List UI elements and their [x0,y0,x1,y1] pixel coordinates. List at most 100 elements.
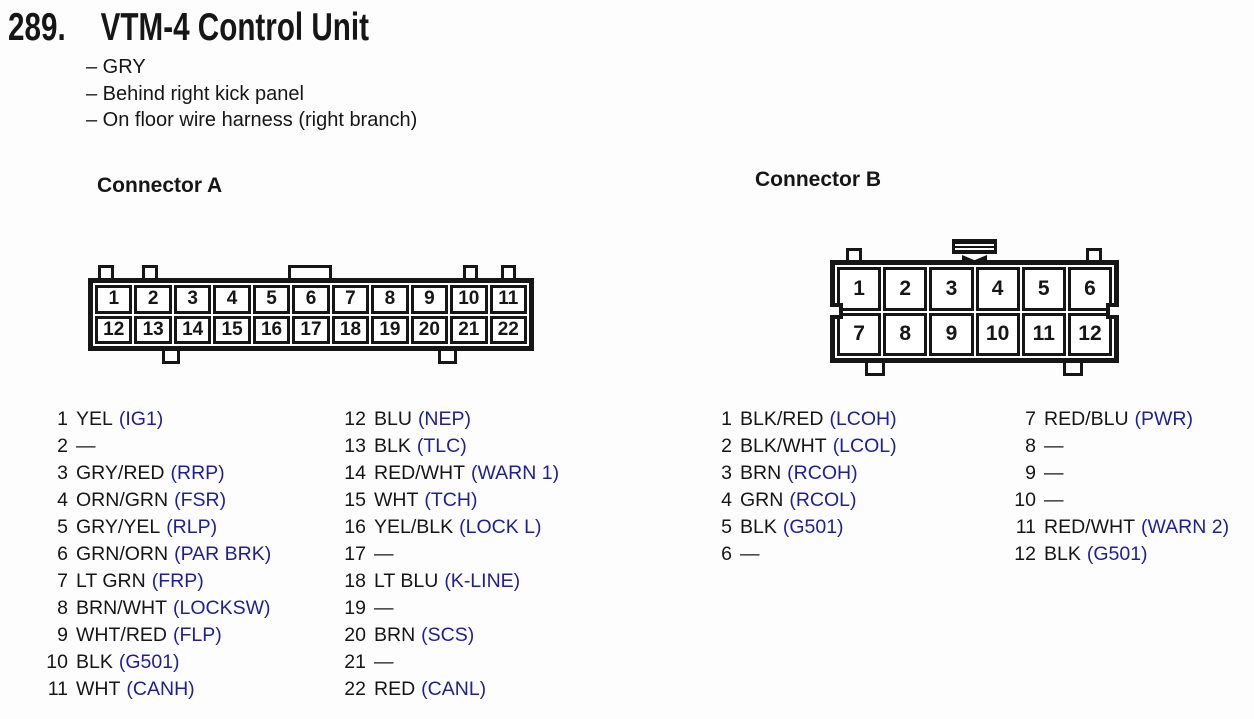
pin-cell: 2 [134,285,172,314]
pin-row: 12 BLU (NEP) [340,406,559,433]
pin-cell: 5 [1021,267,1066,311]
signal-name: (TCH) [424,489,478,511]
bowtie-right-icon [975,254,987,265]
pin-row: 4 GRN (RCOL) [706,487,897,514]
wire-color: BLU [374,408,412,430]
signal-name: (CANH) [126,678,195,700]
pin-cell: 7 [331,285,370,314]
connector-b-side-notch-icon [1106,303,1119,319]
pin-cell: 3 [929,267,974,311]
pin-cell: 8 [371,285,409,314]
pin-cell: 1 [95,285,133,314]
pin-cell: 11 [1021,312,1066,356]
connector-a-heading: Connector A [97,174,223,197]
signal-name: (FLP) [173,624,222,646]
pin-cell: 5 [252,285,291,314]
connector-a-bottom-tab-icon [438,351,457,364]
pin-number: 17 [344,543,366,565]
wire-color: WHT [374,489,419,511]
wire-color: GRN/ORN [76,543,169,565]
pin-number: 2 [721,435,732,457]
pin-row: 18 LT BLU (K-LINE) [340,568,559,595]
wire-color: ORN/GRN [76,489,169,511]
pin-number: 21 [344,651,366,673]
location-notes: – GRY – Behind right kick panel – On flo… [86,54,417,134]
wire-color: BLK/RED [740,408,824,430]
wire-color: BLK [374,435,411,457]
signal-name: (K-LINE) [444,570,521,592]
wire-color: BLK [76,651,113,673]
pin-number: 6 [721,543,732,565]
wire-color: RED [374,678,416,700]
pin-row: 1 YEL (IG1) [42,406,271,433]
pin-row: 1 BLK/RED (LCOH) [706,406,896,433]
connector-a-latch-tab-icon [288,265,332,278]
connector-a-diagram: 1 2 3 4 5 6 7 8 9 10 11 12 13 14 15 [88,265,534,364]
section-title: VTM-4 Control Unit [100,6,370,49]
wire-color: BLK [740,516,777,538]
pin-number: 9 [57,624,68,646]
pin-row: 22 RED (CANL) [340,676,559,703]
pin-row: 3 GRY/RED (RRP) [42,460,271,487]
pin-cell: 18 [331,315,370,344]
pin-number: 15 [344,489,366,511]
pin-number: 16 [344,516,366,538]
bowtie-left-icon [962,254,974,265]
pin-number: 4 [721,489,732,511]
connector-b-pin-list-left: 1 BLK/RED (LCOH) 2 BLK/WHT (LCOL) 3 BRN … [706,406,897,568]
wire-color: GRY/RED [76,462,165,484]
wire-color: BRN [374,624,416,646]
pin-number: 11 [1015,516,1036,538]
pin-cell: 14 [173,315,212,344]
pin-row: 14 RED/WHT (WARN 1) [340,460,559,487]
page-title: 289. VTM-4 Control Unit [8,6,369,50]
pin-row: 7 LT GRN (FRP) [42,568,271,595]
pin-cell: 4 [975,267,1020,311]
wire-color: — [76,435,96,457]
signal-name: (NEP) [417,408,472,430]
connector-b-bottom-tab-icon [865,363,885,376]
signal-name: (CANL) [421,678,487,700]
pin-number: 3 [57,462,68,484]
connector-a-row-bottom: 12 13 14 15 16 17 18 19 20 21 22 [95,315,527,344]
latch-ribs-icon [952,239,997,254]
pin-row: 12 BLK (G501) [998,541,1229,568]
pin-number: 9 [1025,462,1036,484]
pin-number: 18 [344,570,366,592]
connector-b-pin-list-right: 7 RED/BLU (PWR) 8 — 9 — 10 — 11 RED/WHT … [998,406,1229,568]
pin-number: 1 [57,408,68,430]
pin-number: 10 [1014,489,1036,511]
wire-color: BRN [740,462,782,484]
pin-number: 8 [57,597,68,619]
pin-number: 12 [1014,543,1036,565]
pin-number: 10 [46,651,68,673]
pin-row: 2 BLK/WHT (LCOL) [706,433,896,460]
pin-cell: 10 [975,312,1020,356]
wire-color: YEL [76,408,113,430]
wire-color: YEL/BLK [374,516,454,538]
pin-row: 17 — [340,541,559,568]
pin-row: 15 WHT (TCH) [340,487,559,514]
signal-name: (FRP) [151,570,204,592]
section-number: 289. [8,6,66,49]
pin-number: 13 [344,435,366,457]
pin-row: 10 BLK (G501) [42,649,271,676]
pin-cell: 13 [134,315,172,344]
pin-number: 14 [344,462,366,484]
pin-number: 8 [1025,435,1036,457]
connector-a-pin-list-right: 12 BLU (NEP) 13 BLK (TLC) 14 RED/WHT (WA… [340,406,559,703]
signal-name: (PAR BRK) [174,543,272,565]
signal-name: (LOCK L) [459,516,542,538]
pin-row: 9 WHT/RED (FLP) [42,622,271,649]
connector-a-row-top: 1 2 3 4 5 6 7 8 9 10 11 [95,285,527,314]
pin-cell: 22 [489,315,527,344]
note-line: – On floor wire harness (right branch) [86,109,418,131]
pin-number: 3 [721,462,732,484]
signal-name: (FSR) [174,489,227,511]
connector-b-side-notch-icon [830,303,843,319]
pin-number: 19 [344,597,366,619]
connector-b-latch-icon [952,239,997,265]
wire-color: GRN [740,489,784,511]
pin-number: 1 [721,408,732,430]
signal-name: (TLC) [416,435,467,457]
